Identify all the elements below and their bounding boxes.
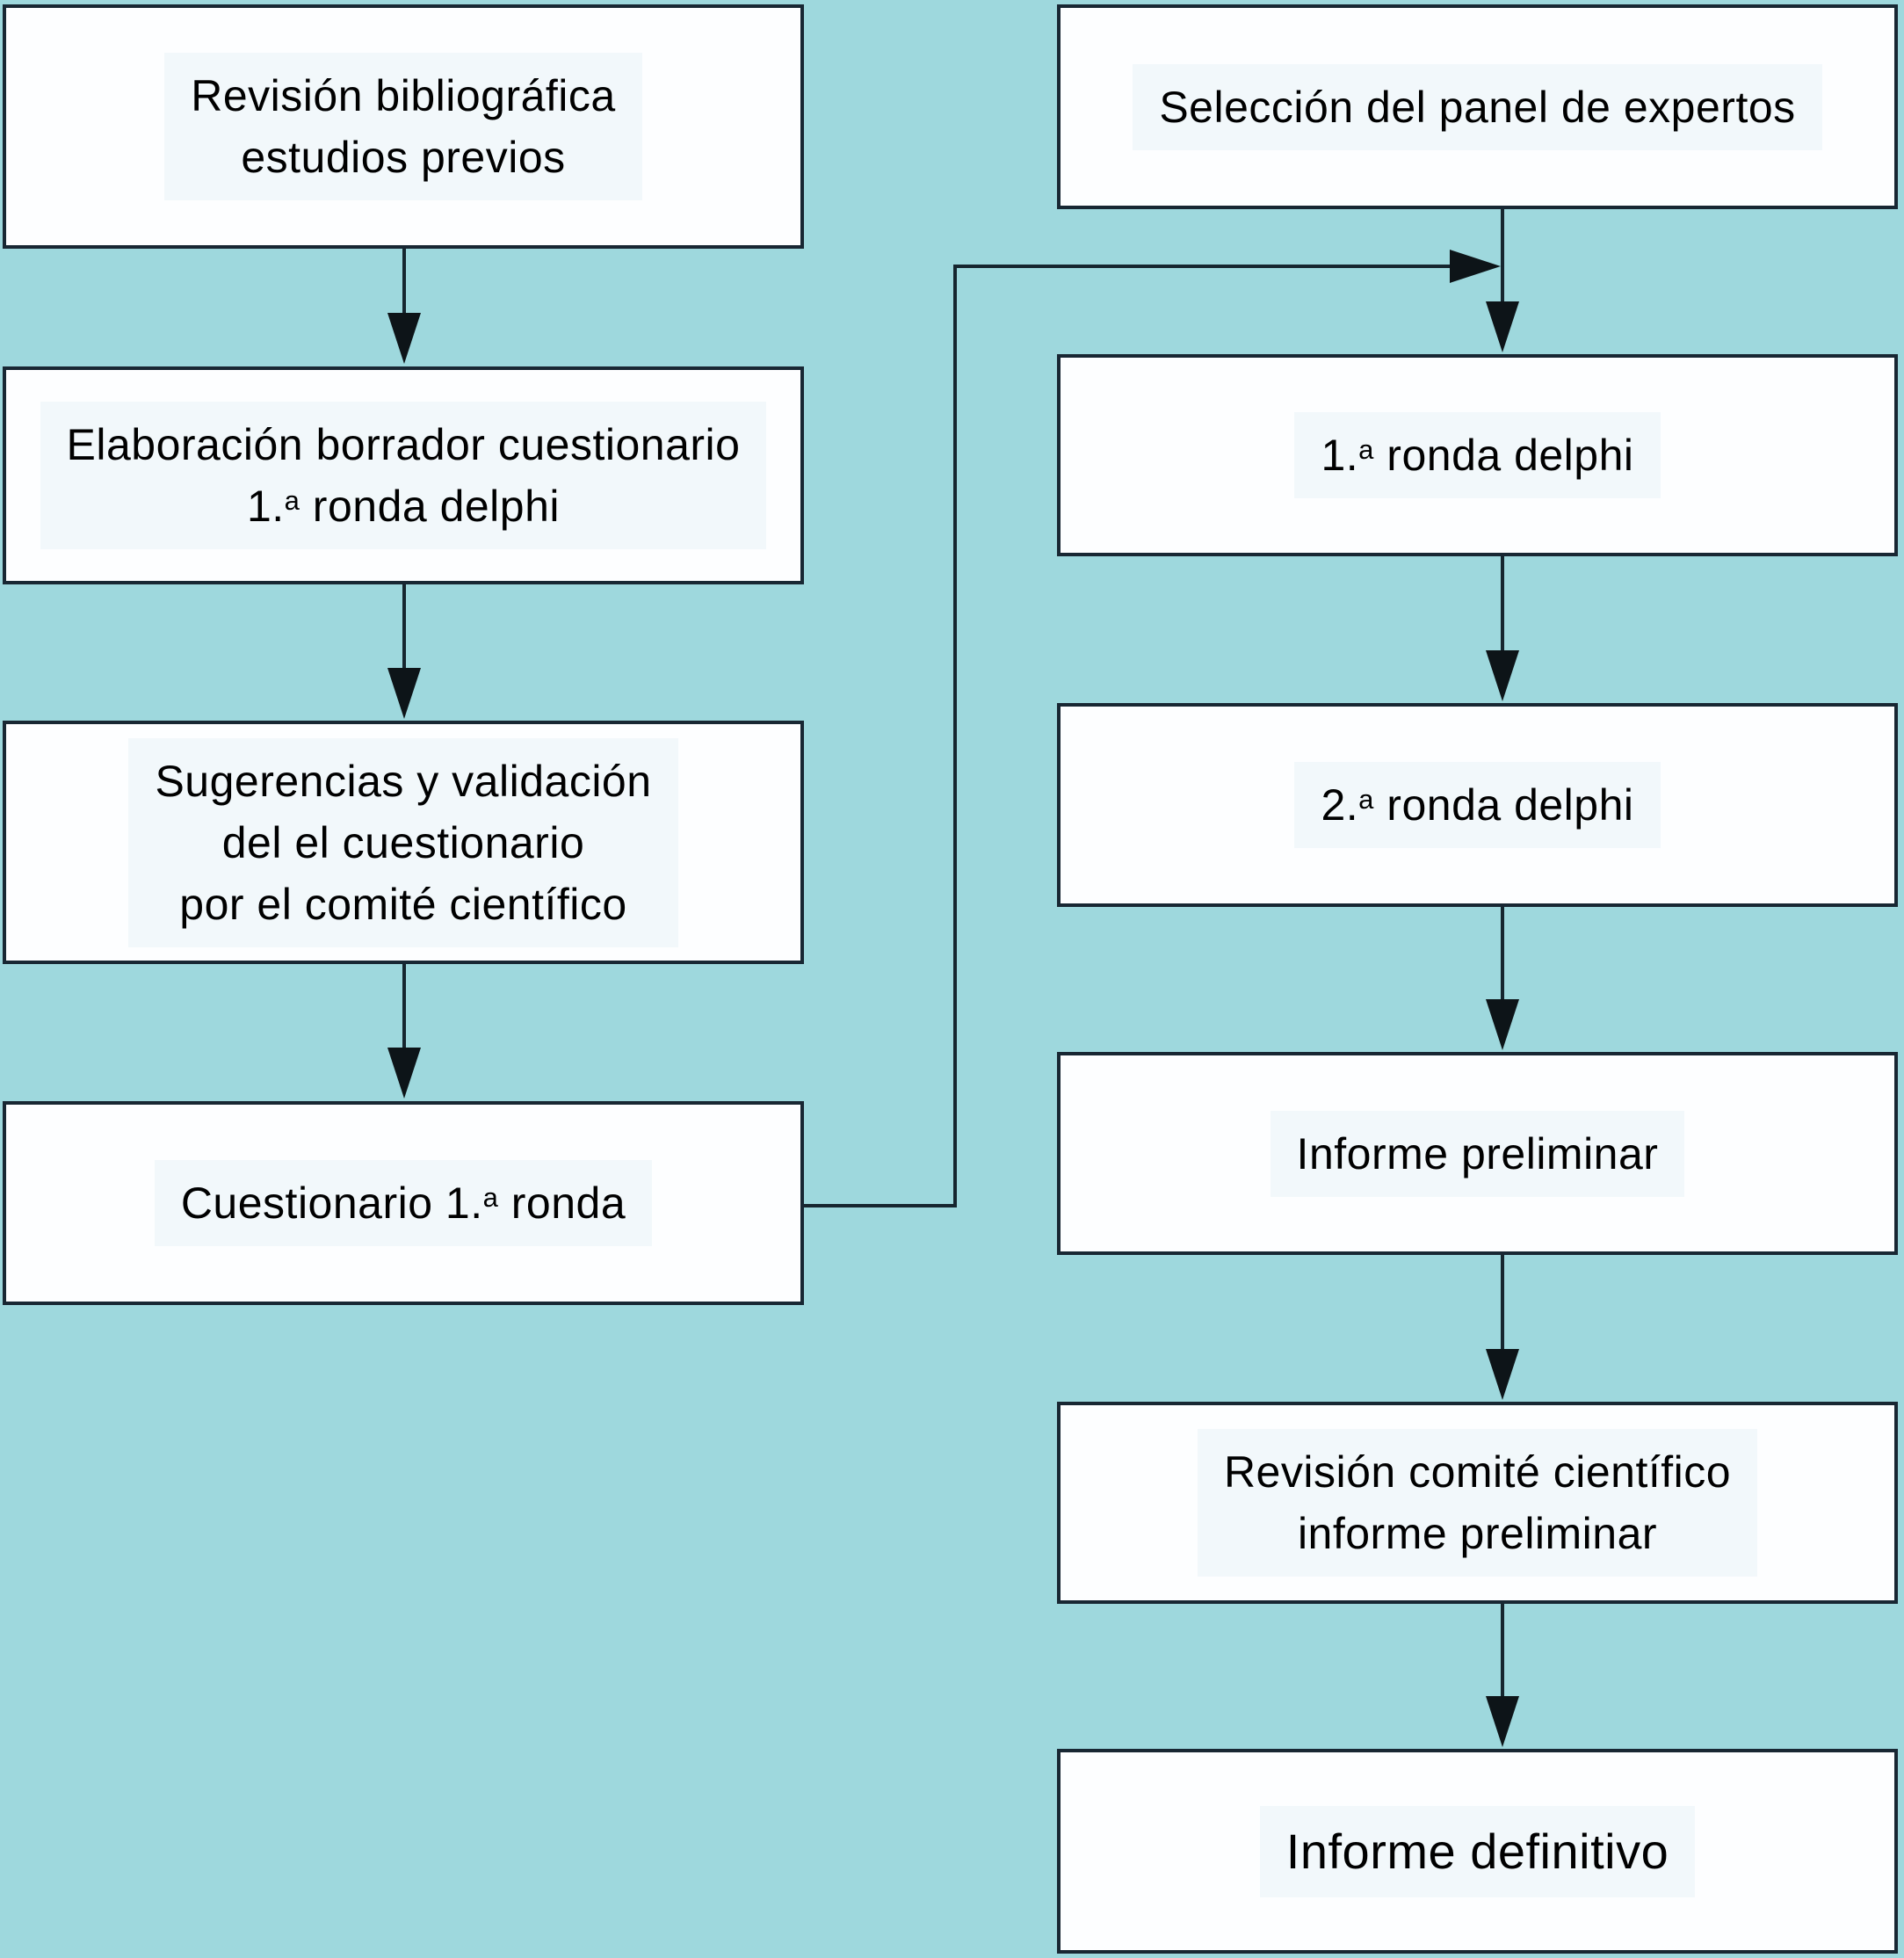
arrow-elaboracion-to-sugerencias xyxy=(387,584,421,719)
box-label: Revisión bibliográfica estudios previos xyxy=(164,53,642,200)
label-line: Informe definitivo xyxy=(1285,1823,1669,1879)
box-label: 1.a ronda delphi xyxy=(1294,412,1661,498)
box-cuestionario-primera-ronda: Cuestionario 1.a ronda xyxy=(3,1101,804,1305)
label-text: 1. xyxy=(246,482,285,531)
arrow-revision-to-elaboracion xyxy=(387,249,421,364)
box-label: Sugerencias y validación del el cuestion… xyxy=(128,737,678,947)
label-text: Cuestionario 1. xyxy=(180,1178,483,1228)
label-line: 1.a ronda delphi xyxy=(67,475,741,537)
box-label: Informe definitivo xyxy=(1259,1805,1696,1897)
arrow-informe-preliminar-to-revision-comite xyxy=(1486,1255,1519,1400)
ordinal-superscript: a xyxy=(482,1181,499,1213)
box-seleccion-panel-expertos: Selección del panel de expertos xyxy=(1057,4,1898,209)
box-label: Elaboración borrador cuestionario 1.a ro… xyxy=(40,402,767,549)
label-line: 2.a ronda delphi xyxy=(1321,774,1633,836)
box-informe-definitivo: Informe definitivo xyxy=(1057,1749,1898,1954)
label-line: informe preliminar xyxy=(1297,1509,1658,1558)
ordinal-superscript: a xyxy=(1358,433,1374,465)
label-line: 1.a ronda delphi xyxy=(1321,424,1633,486)
box-informe-preliminar: Informe preliminar xyxy=(1057,1052,1898,1255)
box-revision-bibliografica: Revisión bibliográfica estudios previos xyxy=(3,4,804,249)
box-segunda-ronda-delphi: 2.a ronda delphi xyxy=(1057,703,1898,907)
label-line: Selección del panel de expertos xyxy=(1159,82,1796,132)
arrow-segunda-ronda-to-informe-preliminar xyxy=(1486,907,1519,1050)
label-line: Revisión comité científico xyxy=(1223,1447,1732,1497)
label-line: Cuestionario 1.a ronda xyxy=(181,1172,626,1234)
label-text: 2. xyxy=(1321,780,1359,830)
arrow-sugerencias-to-cuestionario xyxy=(387,964,421,1099)
box-sugerencias-validacion: Sugerencias y validación del el cuestion… xyxy=(3,721,804,964)
box-label: Selección del panel de expertos xyxy=(1133,63,1822,150)
ordinal-superscript: a xyxy=(284,484,300,516)
box-label: Cuestionario 1.a ronda xyxy=(154,1160,653,1246)
label-line: Elaboración borrador cuestionario xyxy=(66,420,741,469)
label-text: ronda delphi xyxy=(1373,780,1634,830)
ordinal-superscript: a xyxy=(1358,783,1374,815)
box-label: 2.a ronda delphi xyxy=(1294,762,1661,848)
label-text: ronda xyxy=(498,1178,626,1228)
label-line: Revisión bibliográfica xyxy=(191,71,616,120)
box-label: Revisión comité científico informe preli… xyxy=(1197,1429,1758,1577)
arrow-primera-a-segunda-ronda xyxy=(1486,556,1519,701)
arrow-seleccion-to-primera-ronda xyxy=(1486,209,1519,352)
label-text: 1. xyxy=(1321,431,1359,480)
label-line: Sugerencias y validación xyxy=(155,756,652,806)
box-primera-ronda-delphi: 1.a ronda delphi xyxy=(1057,354,1898,556)
arrow-revision-comite-to-informe-definitivo xyxy=(1486,1604,1519,1747)
label-text: ronda delphi xyxy=(300,482,561,531)
label-text: ronda delphi xyxy=(1373,431,1634,480)
label-line: del el cuestionario xyxy=(221,817,585,867)
label-line: estudios previos xyxy=(241,133,566,182)
label-line: Informe preliminar xyxy=(1296,1128,1659,1178)
box-label: Informe preliminar xyxy=(1270,1110,1685,1197)
box-elaboracion-borrador-cuestionario: Elaboración borrador cuestionario 1.a ro… xyxy=(3,366,804,584)
label-line: por el comité científico xyxy=(179,879,627,929)
box-revision-comite-cientifico: Revisión comité científico informe preli… xyxy=(1057,1402,1898,1604)
